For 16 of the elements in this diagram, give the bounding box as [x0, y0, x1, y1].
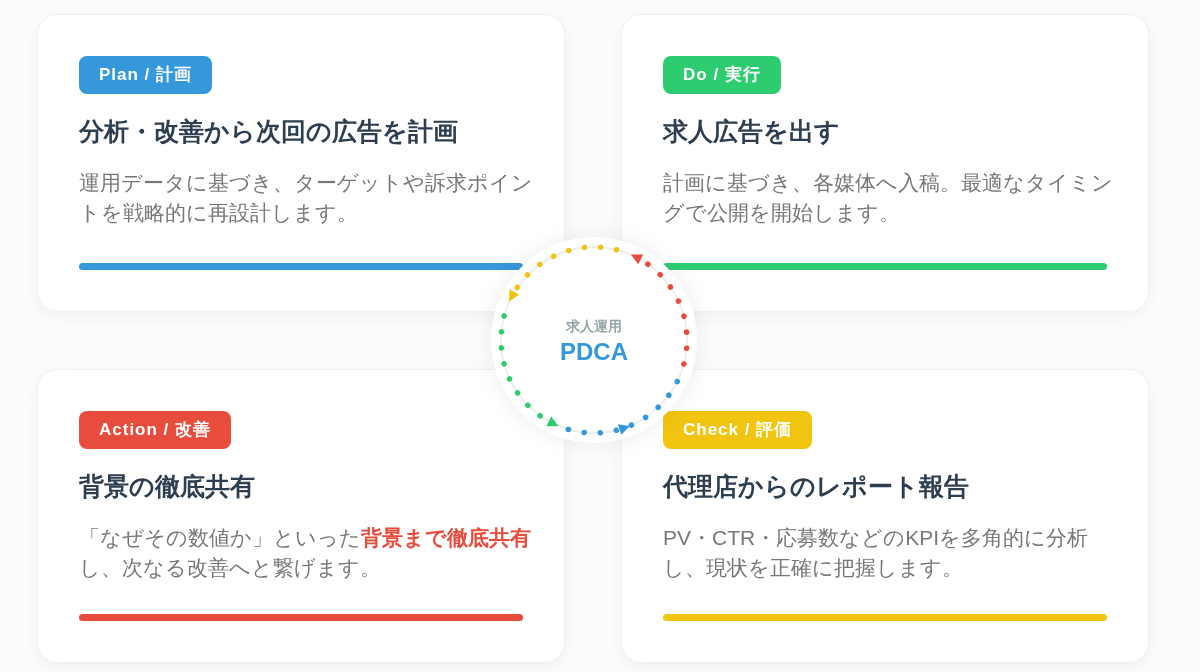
card-title: 背景の徹底共有	[79, 471, 256, 502]
phase-tag: Plan / 計画	[79, 56, 213, 94]
card-description: PV・CTR・応募数などのKPIを多角的に分析し、現状を正確に把握します。	[663, 525, 1090, 581]
phase-tag: Do / 実行	[663, 56, 781, 94]
card-title: 分析・改善から次回の広告を計画	[79, 116, 459, 147]
phase-card	[37, 14, 565, 312]
phase-card	[37, 369, 565, 663]
phase-card	[621, 369, 1149, 663]
phase-tag: Action / 改善	[79, 411, 232, 449]
phase-card	[621, 14, 1149, 312]
card-description: 計画に基づき、各媒体へ入稿。最適なタイミングで公開を開始します。	[663, 170, 1114, 226]
phase-tag: Check / 評価	[663, 411, 813, 449]
card-title: 代理店からのレポート報告	[663, 471, 970, 502]
card-description: 運用データに基づき、ターゲットや訴求ポイントを戦略的に再設計します。	[79, 170, 534, 226]
card-description: 「なぜその数値か」といった背景まで徹底共有し、次なる改善へと繋げます。	[79, 525, 532, 581]
card-title: 求人広告を出す	[663, 116, 841, 147]
